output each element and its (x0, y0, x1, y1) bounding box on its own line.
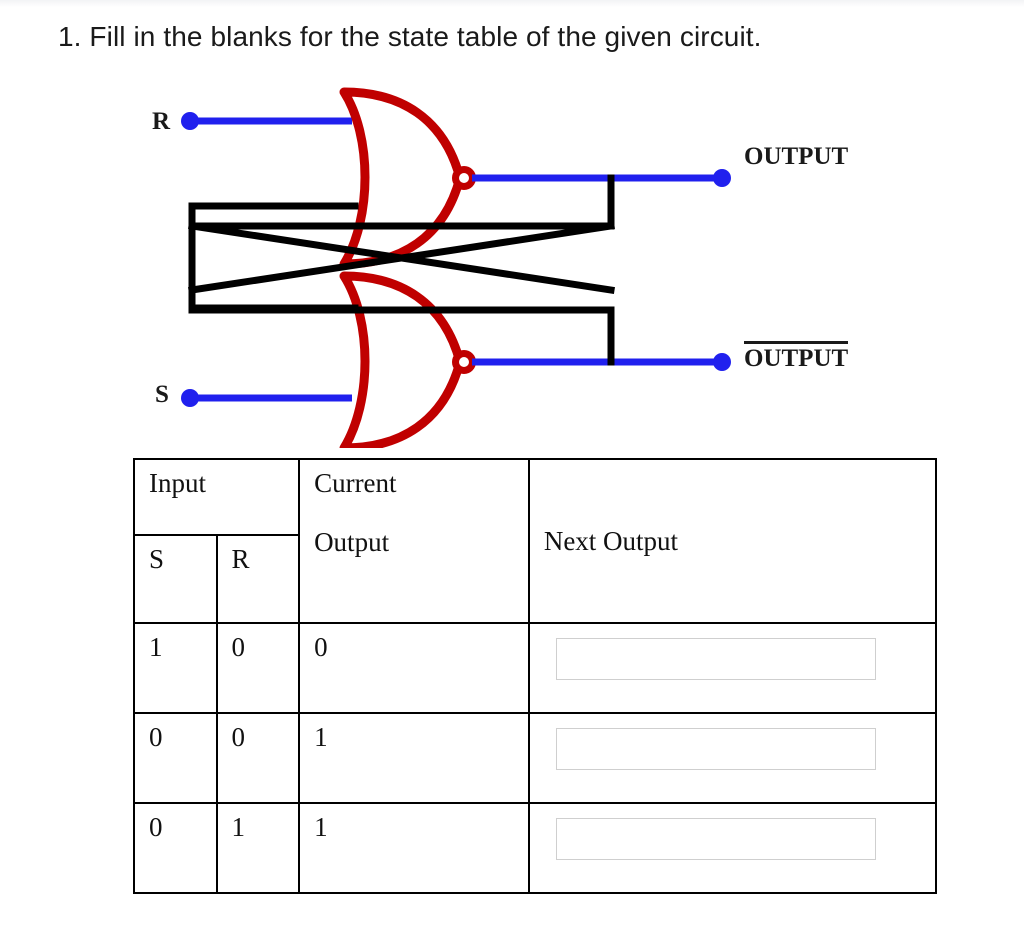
cell-next-output (527, 802, 938, 894)
nor-gate-bottom (339, 271, 465, 448)
cell-r: 1 (215, 802, 301, 894)
inversion-bubble-top (452, 166, 476, 190)
input-label-r: R (152, 108, 171, 135)
table-row: 0 1 1 (133, 802, 938, 894)
next-output-input-row-2[interactable] (555, 728, 876, 770)
top-edge-band (0, 0, 1024, 7)
input-label-s: S (155, 381, 169, 408)
terminal-dot-s (181, 389, 199, 407)
header-current-output-line2: Output (314, 527, 390, 557)
cell-current-output: 1 (298, 712, 530, 804)
header-s: S (133, 534, 218, 624)
output-label-q-bar: OUTPUT (744, 341, 849, 373)
state-table: Input Current Output Next Output S R 1 0… (132, 458, 938, 894)
feedback-diagonal-b (188, 222, 615, 294)
page-title: 1. Fill in the blanks for the state tabl… (58, 21, 762, 52)
cell-s: 1 (133, 622, 218, 714)
table-header-row-group: Input Current Output Next Output (132, 458, 938, 624)
header-input-group: Input (132, 458, 301, 536)
terminal-dot-output-q (713, 169, 731, 187)
table-header-row-sr: S R (133, 534, 936, 624)
table-row: 0 0 1 (133, 712, 938, 804)
circuit-svg (181, 87, 731, 448)
inversion-bubble-bottom (452, 350, 476, 374)
header-r: R (215, 534, 301, 624)
output-label-q: OUTPUT (744, 143, 849, 170)
next-output-input-row-3[interactable] (555, 818, 876, 860)
cell-next-output (527, 712, 938, 804)
cell-current-output: 1 (298, 802, 530, 894)
cell-current-output: 0 (298, 622, 530, 714)
header-next-output: Next Output (527, 458, 938, 624)
cell-s: 0 (133, 712, 218, 804)
cell-s: 0 (133, 802, 218, 894)
header-current-output: Current Output (298, 458, 530, 624)
next-output-input-row-1[interactable] (555, 638, 876, 680)
terminal-dot-r (181, 112, 199, 130)
terminal-dot-output-q-bar (713, 353, 731, 371)
table-row: 1 0 0 (133, 622, 938, 714)
header-current-output-line1: Current (314, 468, 397, 498)
cell-r: 0 (215, 622, 301, 714)
cell-r: 0 (215, 712, 301, 804)
circuit-diagram: R S OUTPUT OUTPUT (0, 78, 1024, 448)
cell-next-output (527, 622, 938, 714)
nor-gate-top (339, 87, 465, 269)
